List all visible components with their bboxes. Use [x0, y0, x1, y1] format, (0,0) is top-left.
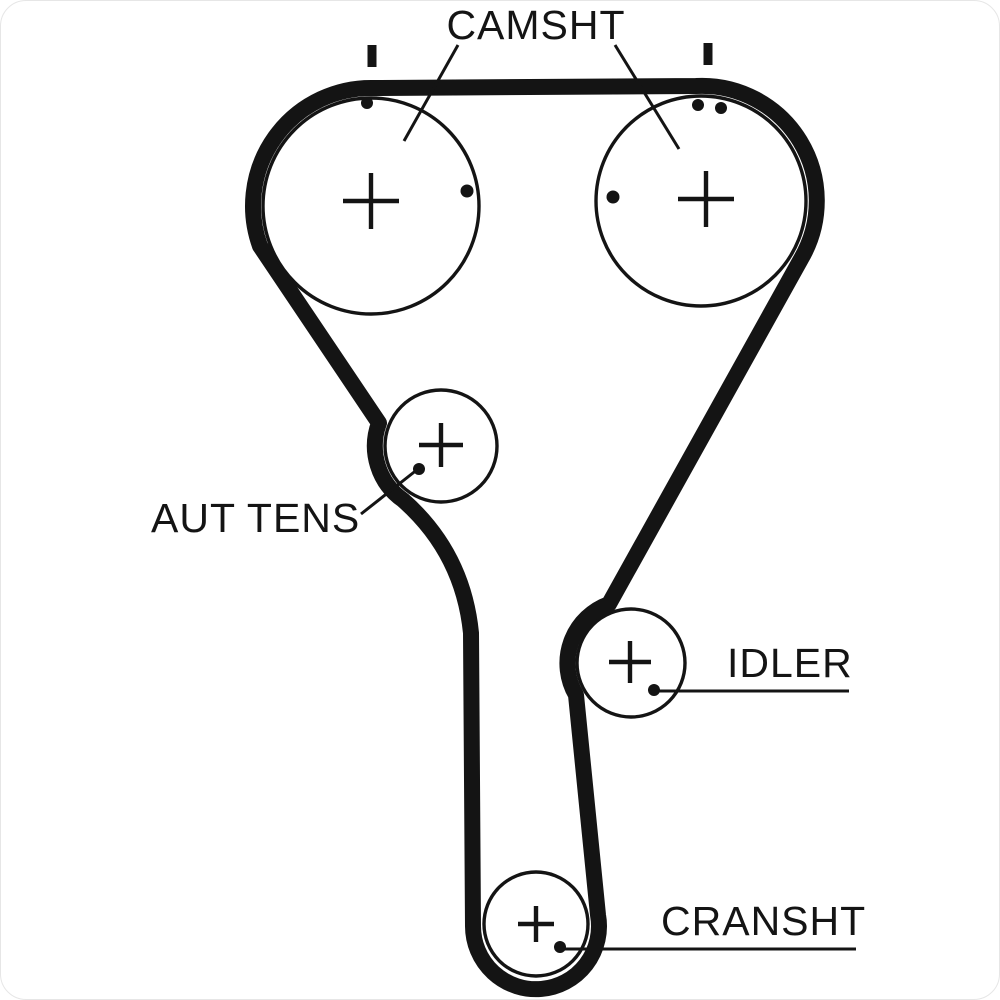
- crankshaft-label: CRANSHT: [661, 898, 866, 944]
- timing-mark-dot: [692, 99, 704, 111]
- timing-mark-dot: [361, 97, 373, 109]
- idler-leader-dot: [648, 684, 660, 696]
- timing-mark-dot: [460, 184, 474, 198]
- tensioner-label: AUT TENS: [151, 495, 360, 541]
- camshaft-leader-line-left: [402, 44, 460, 142]
- camshaft-left-center-mark: [343, 173, 399, 229]
- tensioner-center-mark: [419, 423, 463, 467]
- timing-mark-dot: [606, 190, 620, 204]
- tensioner-leader-dot: [413, 463, 425, 475]
- timing-mark-dot: [715, 102, 727, 114]
- idler-center-mark: [609, 641, 651, 683]
- tensioner-leader-line: [360, 467, 419, 516]
- crankshaft-center-mark: [518, 906, 554, 942]
- camshaft-leader-line-right: [613, 44, 681, 150]
- camshaft-right-center-mark: [678, 171, 734, 227]
- crankshaft-leader-dot: [554, 941, 566, 953]
- camshaft-label: CAMSHT: [446, 2, 625, 48]
- idler-label: IDLER: [727, 640, 853, 686]
- timing-belt: [245, 77, 825, 998]
